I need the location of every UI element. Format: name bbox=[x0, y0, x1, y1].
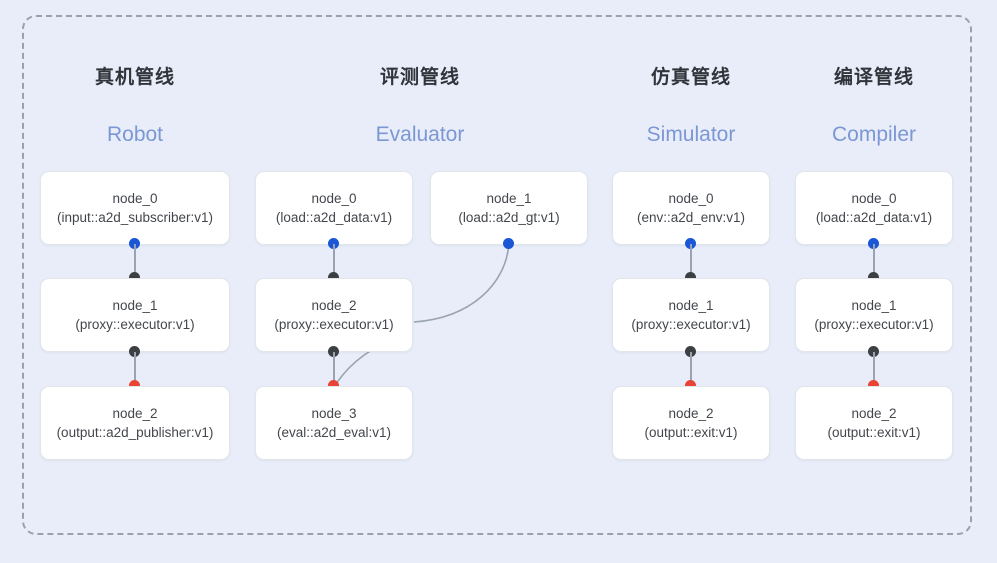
column-title-en-evaluator: Evaluator bbox=[375, 123, 465, 146]
node-robot-1[interactable]: node_1 (proxy::executor:v1) bbox=[40, 278, 230, 352]
node-name: node_1 bbox=[486, 191, 532, 206]
node-kind: (eval::a2d_eval:v1) bbox=[276, 425, 392, 440]
column-title-cn-simulator: 仿真管线 bbox=[650, 67, 731, 88]
edge-simulator-0-1 bbox=[690, 244, 692, 276]
node-name: node_2 bbox=[668, 406, 714, 421]
node-kind: (proxy::executor:v1) bbox=[814, 317, 934, 332]
pipeline-column-compiler: 编译管线 Compiler bbox=[795, 0, 953, 563]
pipeline-column-evaluator: 评测管线 Evaluator bbox=[255, 0, 585, 563]
node-kind: (load::a2d_gt:v1) bbox=[458, 210, 560, 225]
node-evaluator-0[interactable]: node_0 (load::a2d_data:v1) bbox=[255, 171, 413, 245]
port-input-compiler-0 bbox=[868, 238, 879, 249]
node-kind: (input::a2d_subscriber:v1) bbox=[56, 210, 214, 225]
port-output-evaluator-3 bbox=[328, 380, 339, 391]
edge-robot-1-2 bbox=[134, 352, 136, 382]
node-kind: (proxy::executor:v1) bbox=[631, 317, 751, 332]
port-in-simulator-1 bbox=[685, 272, 696, 283]
node-name: node_1 bbox=[668, 298, 714, 313]
pipeline-column-robot: 真机管线 Robot bbox=[40, 0, 230, 563]
node-kind: (output::a2d_publisher:v1) bbox=[56, 425, 214, 440]
node-name: node_2 bbox=[851, 406, 897, 421]
port-output-robot-2 bbox=[129, 380, 140, 391]
node-kind: (output::exit:v1) bbox=[827, 425, 921, 440]
node-name: node_0 bbox=[112, 191, 158, 206]
edge-simulator-1-2 bbox=[690, 352, 692, 382]
node-kind: (proxy::executor:v1) bbox=[75, 317, 195, 332]
node-compiler-0[interactable]: node_0 (load::a2d_data:v1) bbox=[795, 171, 953, 245]
node-name: node_1 bbox=[851, 298, 897, 313]
node-name: node_2 bbox=[311, 298, 357, 313]
edge-robot-0-1 bbox=[134, 244, 136, 276]
port-input-robot-0 bbox=[129, 238, 140, 249]
column-title-en-robot: Robot bbox=[106, 123, 164, 146]
port-input-evaluator-0 bbox=[328, 238, 339, 249]
column-title-cn-compiler: 编译管线 bbox=[833, 67, 914, 88]
port-in-evaluator-2 bbox=[328, 272, 339, 283]
node-simulator-1[interactable]: node_1 (proxy::executor:v1) bbox=[612, 278, 770, 352]
node-name: node_0 bbox=[851, 191, 897, 206]
node-name: node_0 bbox=[668, 191, 714, 206]
port-in-robot-1 bbox=[129, 272, 140, 283]
node-name: node_1 bbox=[112, 298, 158, 313]
node-simulator-0[interactable]: node_0 (env::a2d_env:v1) bbox=[612, 171, 770, 245]
port-in-compiler-1 bbox=[868, 272, 879, 283]
node-simulator-2[interactable]: node_2 (output::exit:v1) bbox=[612, 386, 770, 460]
column-title-cn-robot: 真机管线 bbox=[94, 67, 175, 88]
edge-evaluator-0-2 bbox=[333, 244, 335, 276]
edge-evaluator-2-3 bbox=[333, 352, 335, 382]
node-robot-2[interactable]: node_2 (output::a2d_publisher:v1) bbox=[40, 386, 230, 460]
node-kind: (load::a2d_data:v1) bbox=[815, 210, 933, 225]
port-input-simulator-0 bbox=[685, 238, 696, 249]
edge-compiler-0-1 bbox=[873, 244, 875, 276]
node-robot-0[interactable]: node_0 (input::a2d_subscriber:v1) bbox=[40, 171, 230, 245]
node-kind: (load::a2d_data:v1) bbox=[275, 210, 393, 225]
node-name: node_3 bbox=[311, 406, 357, 421]
port-input-evaluator-gt-1 bbox=[503, 238, 514, 249]
node-evaluator-gt-1[interactable]: node_1 (load::a2d_gt:v1) bbox=[430, 171, 588, 245]
node-compiler-1[interactable]: node_1 (proxy::executor:v1) bbox=[795, 278, 953, 352]
port-output-simulator-2 bbox=[685, 380, 696, 391]
node-name: node_0 bbox=[311, 191, 357, 206]
edge-compiler-1-2 bbox=[873, 352, 875, 382]
node-kind: (proxy::executor:v1) bbox=[274, 317, 394, 332]
node-compiler-2[interactable]: node_2 (output::exit:v1) bbox=[795, 386, 953, 460]
node-kind: (env::a2d_env:v1) bbox=[636, 210, 746, 225]
node-evaluator-3[interactable]: node_3 (eval::a2d_eval:v1) bbox=[255, 386, 413, 460]
node-name: node_2 bbox=[112, 406, 158, 421]
port-out-compiler-1 bbox=[868, 346, 879, 357]
column-title-cn-evaluator: 评测管线 bbox=[379, 67, 460, 88]
node-kind: (output::exit:v1) bbox=[644, 425, 738, 440]
port-out-simulator-1 bbox=[685, 346, 696, 357]
column-title-en-simulator: Simulator bbox=[646, 123, 736, 146]
port-out-robot-1 bbox=[129, 346, 140, 357]
pipeline-column-simulator: 仿真管线 Simulator bbox=[612, 0, 770, 563]
node-evaluator-2[interactable]: node_2 (proxy::executor:v1) bbox=[255, 278, 413, 352]
port-output-compiler-2 bbox=[868, 380, 879, 391]
port-out-evaluator-2 bbox=[328, 346, 339, 357]
column-title-en-compiler: Compiler bbox=[831, 123, 917, 146]
